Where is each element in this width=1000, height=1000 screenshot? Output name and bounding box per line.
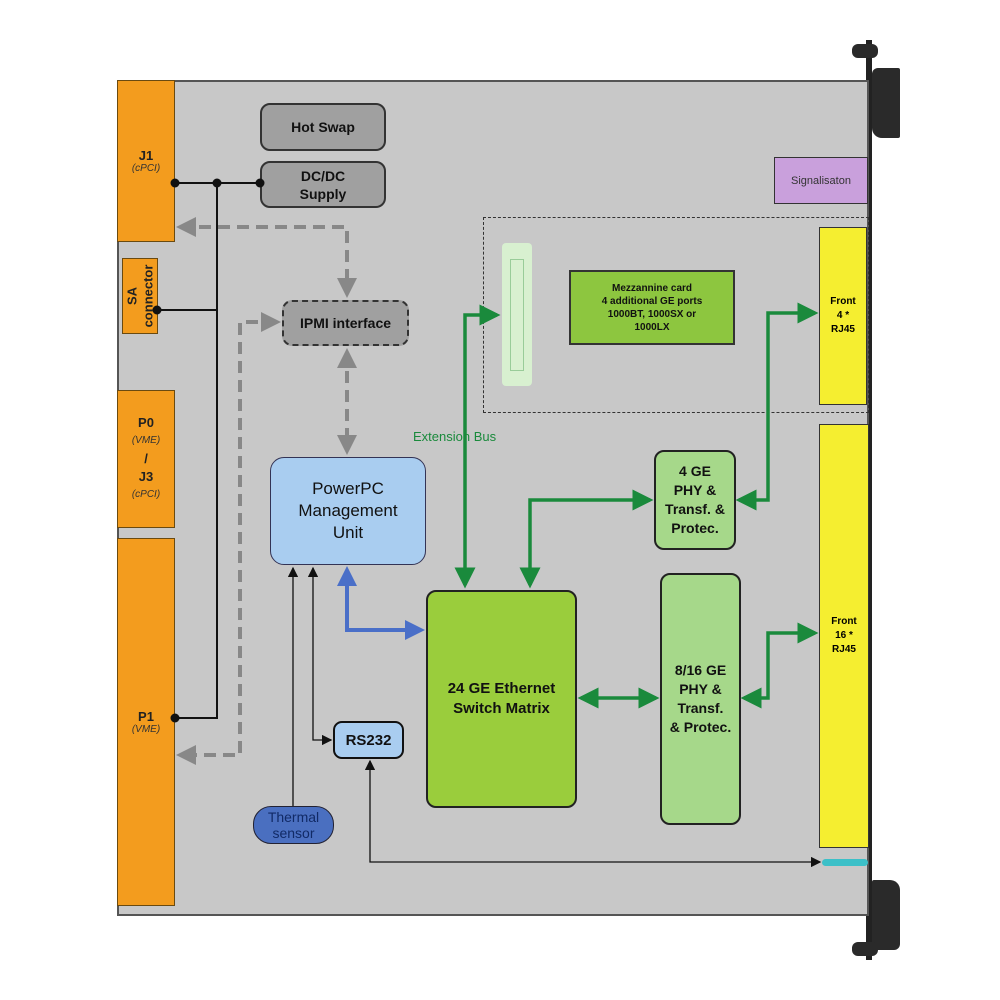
mezz-line3: 1000BT, 1000SX or [607,308,697,320]
p1-sub: (VME) [131,724,161,735]
connector-p0-j3: P0 (VME) / J3 (cPCI) [117,390,175,528]
front-panel-bar [866,40,872,960]
junction-dots [152,178,265,723]
mezzanine-connector [502,243,532,386]
p0-label: P0 [138,415,154,430]
top-screw-icon [852,44,878,58]
hot-swap-block: Hot Swap [260,103,386,151]
cyan-indicator [822,859,868,866]
top-ejector-handle-icon [872,68,900,138]
j1-label: J1 [138,148,154,163]
p0-sub: (VME) [131,435,161,446]
p1-label: P1 [138,709,154,724]
p0-sep: / [144,451,148,466]
signalisation-block: Signalisaton [774,157,868,204]
connector-slot [510,258,524,371]
j1-sub: (cPCI) [131,163,161,174]
ipmi-interface-block: IPMI interface [282,300,409,346]
mezz-line4: 1000LX [634,321,670,333]
mezz-line1: Mezzannine card [611,282,693,294]
j3-sub: (cPCI) [131,489,161,500]
rs232-block: RS232 [333,721,404,759]
bottom-ejector-handle-icon [872,880,900,950]
connector-j1: J1 (cPCI) [117,80,175,242]
management-dashed-lines [176,217,357,765]
power-bus-lines [157,182,260,719]
connector-p1: P1 (VME) [117,538,175,906]
signal-lines [287,566,822,868]
j3-label: J3 [138,469,154,484]
cpu-switch-link [337,566,425,640]
bottom-screw-icon [852,942,878,956]
ethernet-links [454,302,819,709]
mezz-line2: 4 additional GE ports [601,295,703,307]
mezzanine-card: Mezzannine card 4 additional GE ports 10… [569,270,735,345]
